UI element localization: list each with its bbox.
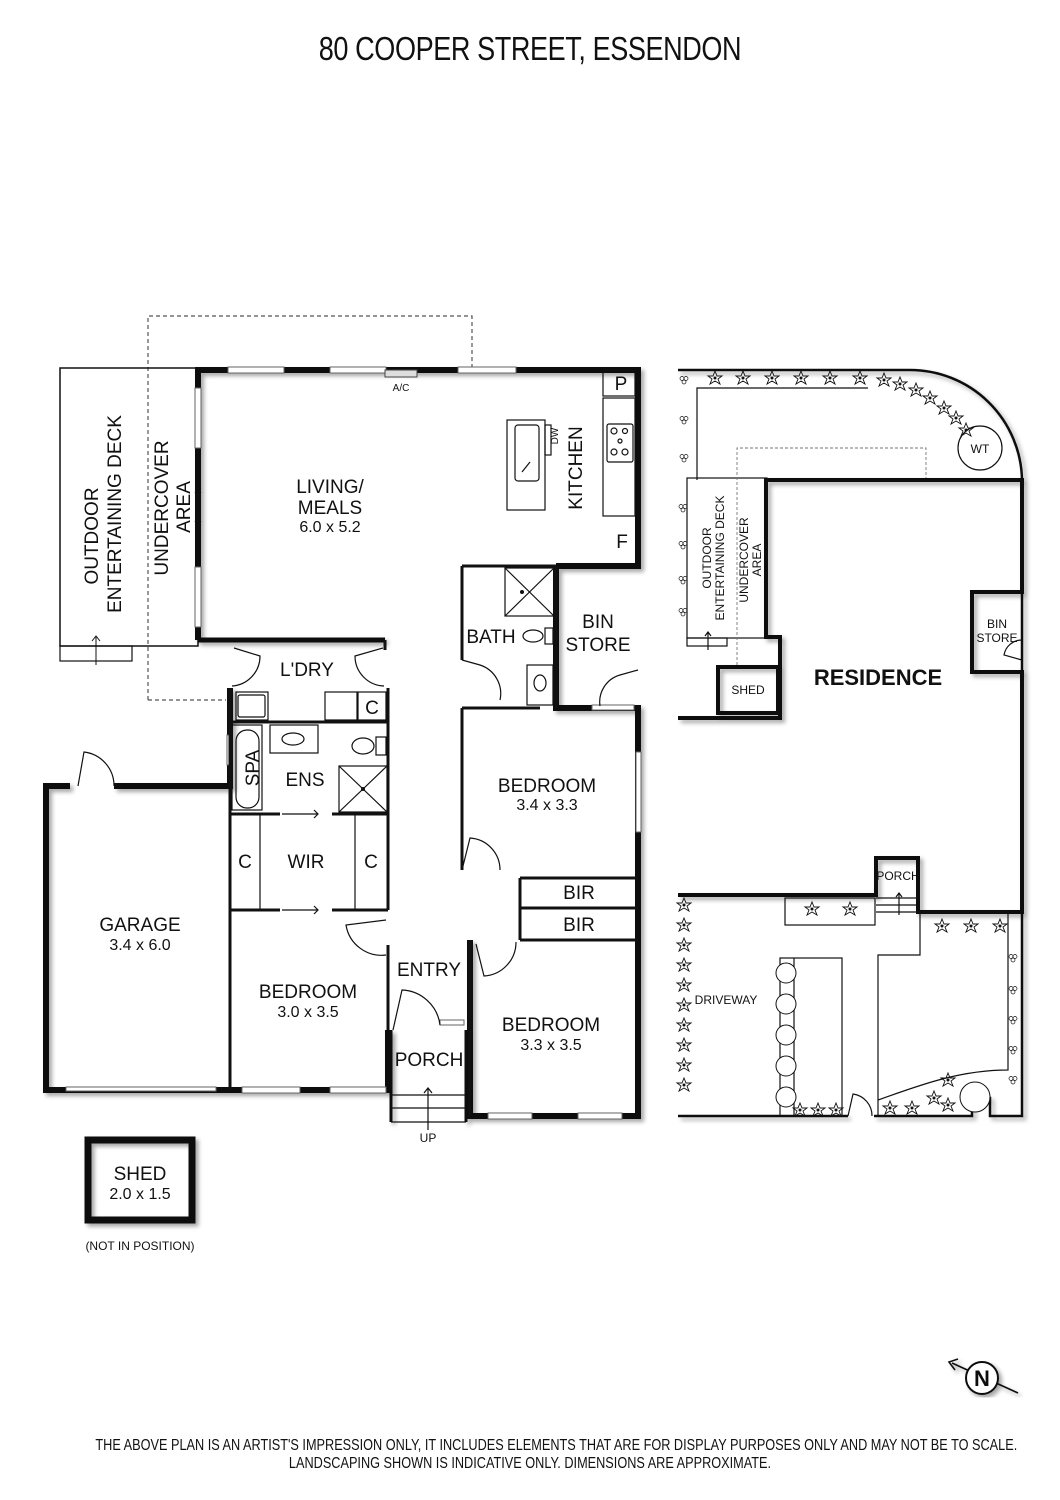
stairs-up-label: UP [420, 1131, 437, 1145]
room-label-undercover: UNDERCOVER [152, 440, 173, 575]
room-dim-garage: 3.4 x 6.0 [109, 937, 170, 954]
room-label-living: LIVING/ [296, 477, 364, 498]
room-label-meals: MEALS [298, 498, 362, 519]
room-label-bedroom-1: BEDROOM [498, 776, 596, 797]
room-label-kitchen: KITCHEN [566, 426, 587, 509]
room-label-bedroom-2: BEDROOM [259, 982, 357, 1003]
pantry-label: P [615, 374, 628, 395]
room-dim-bedroom-2: 3.0 x 3.5 [277, 1004, 338, 1021]
site-bin-label: BIN [987, 617, 1007, 631]
room-label-wir: WIR [288, 852, 325, 873]
room-label-porch: PORCH [395, 1050, 464, 1071]
floor-plan: LIVING/ MEALS 6.0 x 5.2 KITCHEN OUTDOOR … [43, 315, 642, 1253]
dishwasher-label: DW [550, 427, 561, 444]
room-dim-living: 6.0 x 5.2 [299, 519, 360, 536]
site-undercover-label-2: AREA [750, 544, 764, 577]
room-dim-shed: 2.0 x 1.5 [109, 1186, 170, 1203]
room-label-ensuite: ENS [285, 770, 324, 791]
disclaimer-line-1: THE ABOVE PLAN IS AN ARTIST'S IMPRESSION… [95, 1437, 1018, 1454]
cupboard-label-wir-left: C [238, 852, 252, 873]
cupboard-label-laundry: C [365, 698, 379, 719]
landscaping [676, 370, 1018, 1117]
page-title: 80 COOPER STREET, ESSENDON [318, 30, 742, 67]
cupboard-label-wir-right: C [364, 852, 378, 873]
room-dim-bedroom-3: 3.3 x 3.5 [520, 1037, 581, 1054]
room-label-spa: SPA [243, 749, 264, 786]
room-label-outdoor-deck: OUTDOOR [82, 487, 103, 584]
room-label-bir-1: BIR [563, 883, 595, 904]
disclaimer-line-2: LANDSCAPING SHOWN IS INDICATIVE ONLY. DI… [288, 1455, 772, 1472]
room-label-garage: GARAGE [99, 915, 180, 936]
water-tank-label: WT [971, 442, 990, 456]
room-label-shed: SHED [114, 1164, 167, 1185]
room-label-laundry: L'DRY [280, 660, 334, 681]
site-undercover-label: UNDERCOVER [737, 517, 751, 603]
site-outdoor-label-2: ENTERTAINING DECK [713, 496, 727, 621]
fridge-label: F [616, 532, 628, 553]
disclaimer: THE ABOVE PLAN IS AN ARTIST'S IMPRESSION… [0, 1437, 1060, 1473]
room-label-entry: ENTRY [397, 960, 461, 981]
driveway-label: DRIVEWAY [695, 993, 758, 1007]
room-label-bedroom-3: BEDROOM [502, 1015, 600, 1036]
room-label-bin-store: STORE [565, 635, 630, 656]
residence-label: RESIDENCE [814, 665, 942, 690]
north-compass: N [947, 1358, 1019, 1395]
site-outdoor-label: OUTDOOR [700, 527, 714, 589]
site-porch-label: PORCH [876, 869, 919, 883]
site-bin-store-label: STORE [976, 631, 1017, 645]
shed-note: (NOT IN POSITION) [85, 1239, 194, 1253]
room-label-undercover-2: AREA [174, 481, 195, 533]
site-plan: RESIDENCE OUTDOOR ENTERTAINING DECK UNDE… [676, 368, 1024, 1118]
site-shed-label: SHED [731, 683, 765, 697]
room-label-bir-2: BIR [563, 915, 595, 936]
room-label-outdoor-deck-2: ENTERTAINING DECK [105, 415, 126, 613]
room-dim-bedroom-1: 3.4 x 3.3 [516, 797, 577, 814]
ac-label: A/C [393, 383, 410, 394]
room-label-bin: BIN [582, 612, 614, 633]
room-label-bath: BATH [466, 627, 515, 648]
compass-n-label: N [974, 1366, 990, 1391]
